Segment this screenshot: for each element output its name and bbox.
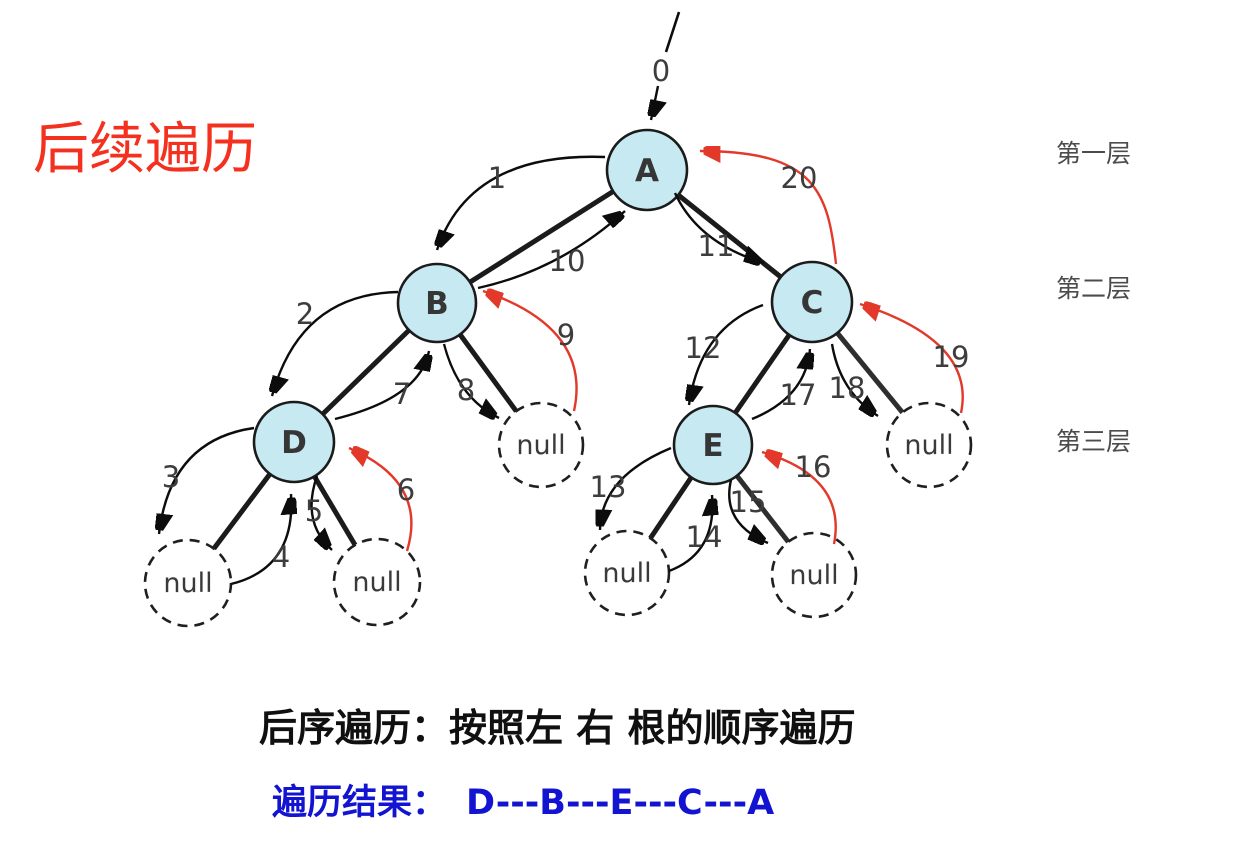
- step-label-11: 11: [698, 229, 735, 263]
- step-label-13: 13: [590, 470, 627, 504]
- step-label-0: 0: [652, 54, 670, 88]
- arrow-step-5: [310, 475, 332, 550]
- arrow-step-4: [230, 493, 291, 586]
- arrow-step-2: [272, 290, 399, 397]
- null-d-right-circle: [332, 537, 422, 627]
- step-label-15: 15: [730, 485, 767, 519]
- result-label: 遍历结果：: [272, 783, 447, 823]
- arrow-step-8: [442, 343, 499, 418]
- node-c-circle: [770, 260, 854, 344]
- node-b-label: B: [425, 286, 449, 322]
- tree-nodes: A B C D E null null null null null null: [143, 128, 973, 628]
- arrow-step-14: [668, 494, 712, 573]
- arrow-step-16: [761, 452, 837, 545]
- node-b-circle: [396, 262, 478, 344]
- layer-label-2: 第二层: [1056, 274, 1131, 303]
- arrow-step-6: [349, 448, 413, 552]
- null-c-right-label: null: [904, 430, 953, 461]
- arrow-step-20: [699, 151, 838, 265]
- node-d-label: D: [281, 425, 307, 461]
- step-label-8: 8: [457, 373, 475, 407]
- step-label-10: 10: [549, 244, 586, 278]
- step-label-9: 9: [557, 318, 575, 352]
- step-label-19: 19: [933, 340, 970, 374]
- arrow-step-1: [437, 155, 606, 250]
- arrow-step-12: [689, 303, 764, 406]
- null-e-right-label: null: [789, 560, 838, 591]
- arrow-step-13: [600, 446, 672, 531]
- arrow-step-17: [751, 348, 810, 421]
- arrow-step-10: [477, 211, 626, 290]
- arrow-step-18: [830, 343, 878, 416]
- null-b-right-label: null: [516, 430, 565, 461]
- arrow-step-3: [159, 426, 255, 535]
- step-label-18: 18: [829, 371, 866, 405]
- arrow-step-19: [859, 304, 964, 414]
- step-label-4: 4: [272, 540, 290, 574]
- null-e-right-circle: [770, 531, 858, 619]
- layer-label-3: 第三层: [1056, 427, 1131, 456]
- node-e-label: E: [702, 428, 723, 464]
- step-label-5: 5: [305, 494, 323, 528]
- step-label-1: 1: [488, 161, 506, 195]
- step-label-6: 6: [397, 473, 415, 507]
- arrow-step-9: [483, 291, 578, 412]
- step-label-16: 16: [795, 450, 832, 484]
- caption-rule: 后序遍历：按照左 右 根的顺序遍历: [259, 706, 855, 750]
- null-e-left-label: null: [602, 558, 651, 589]
- node-d-circle: [252, 400, 336, 484]
- arrow-step-11: [673, 192, 765, 263]
- edge-a-b: [435, 167, 649, 306]
- step-labels: 0 1 2 3 4 5 6 7 8 9 10 11 12 13 14 15 16…: [162, 54, 970, 574]
- root-pointer-slash: [664, 11, 681, 53]
- step-label-20: 20: [781, 161, 818, 195]
- result-value: D---B---E---C---A: [466, 783, 774, 823]
- null-e-left-circle: [583, 529, 671, 617]
- null-d-left-label: null: [163, 568, 212, 599]
- layer-label-1: 第一层: [1056, 139, 1131, 168]
- arrow-step-0: [651, 85, 658, 121]
- page-title: 后续遍历: [33, 117, 257, 182]
- node-a-label: A: [635, 153, 659, 189]
- layer-labels: 第一层 第二层 第三层: [1056, 139, 1131, 456]
- step-label-7: 7: [393, 377, 411, 411]
- arrow-step-15: [728, 479, 768, 543]
- node-c-label: C: [801, 285, 824, 321]
- step-label-14: 14: [686, 520, 723, 554]
- tree-edges: [186, 167, 931, 585]
- traversal-arrows: [159, 11, 964, 586]
- null-b-right-circle: [497, 401, 585, 489]
- step-label-2: 2: [296, 297, 314, 331]
- null-c-right-circle: [885, 401, 973, 489]
- arrow-step-7: [334, 350, 429, 421]
- step-label-17: 17: [780, 378, 817, 412]
- node-e-circle: [672, 404, 754, 486]
- step-label-3: 3: [162, 460, 180, 494]
- node-a-circle: [605, 128, 689, 212]
- step-label-12: 12: [685, 331, 722, 365]
- null-d-right-label: null: [352, 567, 401, 598]
